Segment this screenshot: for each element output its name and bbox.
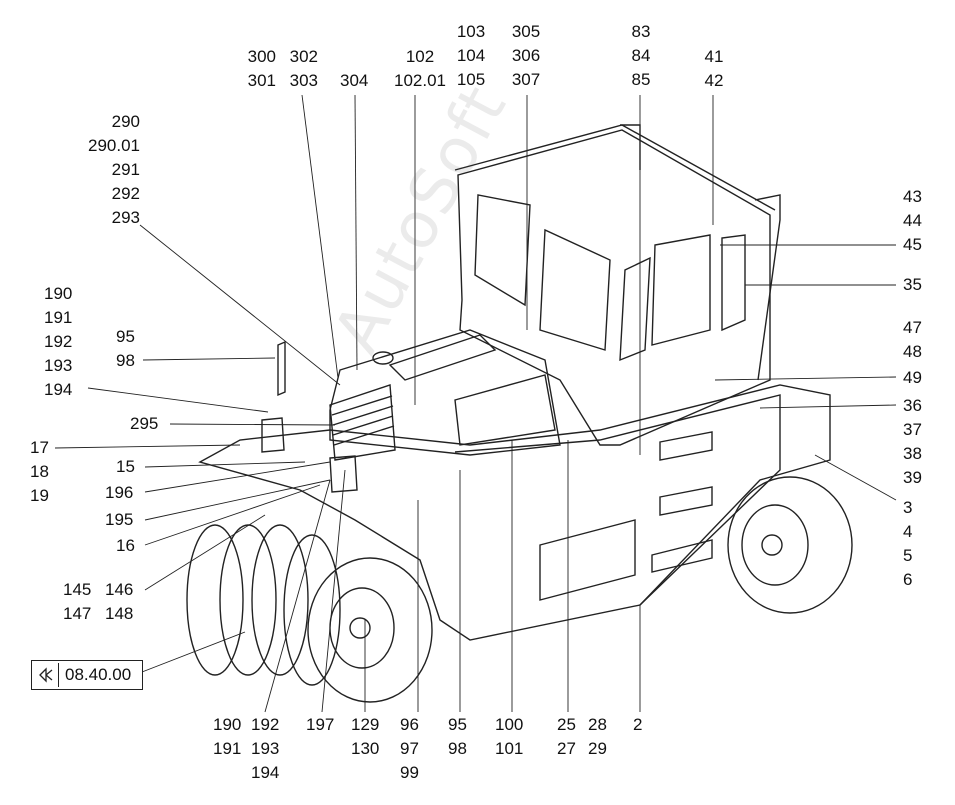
callout-2: 2 xyxy=(633,715,643,734)
callout-197: 197 xyxy=(306,715,335,734)
mirror xyxy=(277,340,286,397)
callout-49: 49 xyxy=(903,368,922,387)
front-wheel xyxy=(307,557,433,703)
callout-16: 16 xyxy=(116,536,135,555)
callout-15: 15 xyxy=(116,457,135,476)
cab-window-rear xyxy=(721,234,746,332)
cab-window-side xyxy=(651,234,711,346)
hood-window xyxy=(454,374,556,446)
leader-lines xyxy=(54,94,897,713)
cab-window-front xyxy=(539,228,611,351)
hatch-panel xyxy=(539,519,636,601)
slot-3 xyxy=(651,539,713,573)
engine-grille xyxy=(329,384,396,461)
cab-window-door xyxy=(619,256,651,362)
callout-196: 196 xyxy=(105,483,134,502)
cab-post xyxy=(754,194,781,381)
chassis-body xyxy=(198,384,831,641)
rear-wheel-hub xyxy=(761,534,783,556)
callout-195: 195 xyxy=(105,510,134,529)
front-wheel-hub xyxy=(349,617,371,639)
exhaust-stack xyxy=(620,124,641,170)
cab-roof xyxy=(454,124,776,211)
air-filter xyxy=(388,334,497,381)
reference-link[interactable]: 08.40.00 xyxy=(31,660,143,690)
cab-body xyxy=(457,129,771,446)
grille-slats xyxy=(331,395,395,446)
callout-45: 45 xyxy=(903,235,922,254)
reference-code: 08.40.00 xyxy=(65,665,132,684)
front-tire-4 xyxy=(283,534,341,686)
front-tire-2 xyxy=(219,524,277,676)
rear-wheel xyxy=(727,476,853,614)
front-tire-3 xyxy=(251,524,309,676)
rear-wheel-rim xyxy=(741,504,809,586)
callout-17: 17 xyxy=(30,438,49,457)
callout-304: 304 xyxy=(340,71,369,90)
book-arrow-icon xyxy=(34,663,59,687)
slot-1 xyxy=(659,431,713,461)
air-filter-cap xyxy=(372,351,394,365)
side-panel xyxy=(454,394,781,606)
tank-left xyxy=(261,417,285,453)
front-tire-1 xyxy=(186,524,244,676)
engine-hood xyxy=(329,329,561,456)
cab-window-left xyxy=(474,194,531,307)
callout-35: 35 xyxy=(903,275,922,294)
callout-295: 295 xyxy=(130,414,159,433)
tank-center xyxy=(329,455,358,493)
slot-2 xyxy=(659,486,713,516)
